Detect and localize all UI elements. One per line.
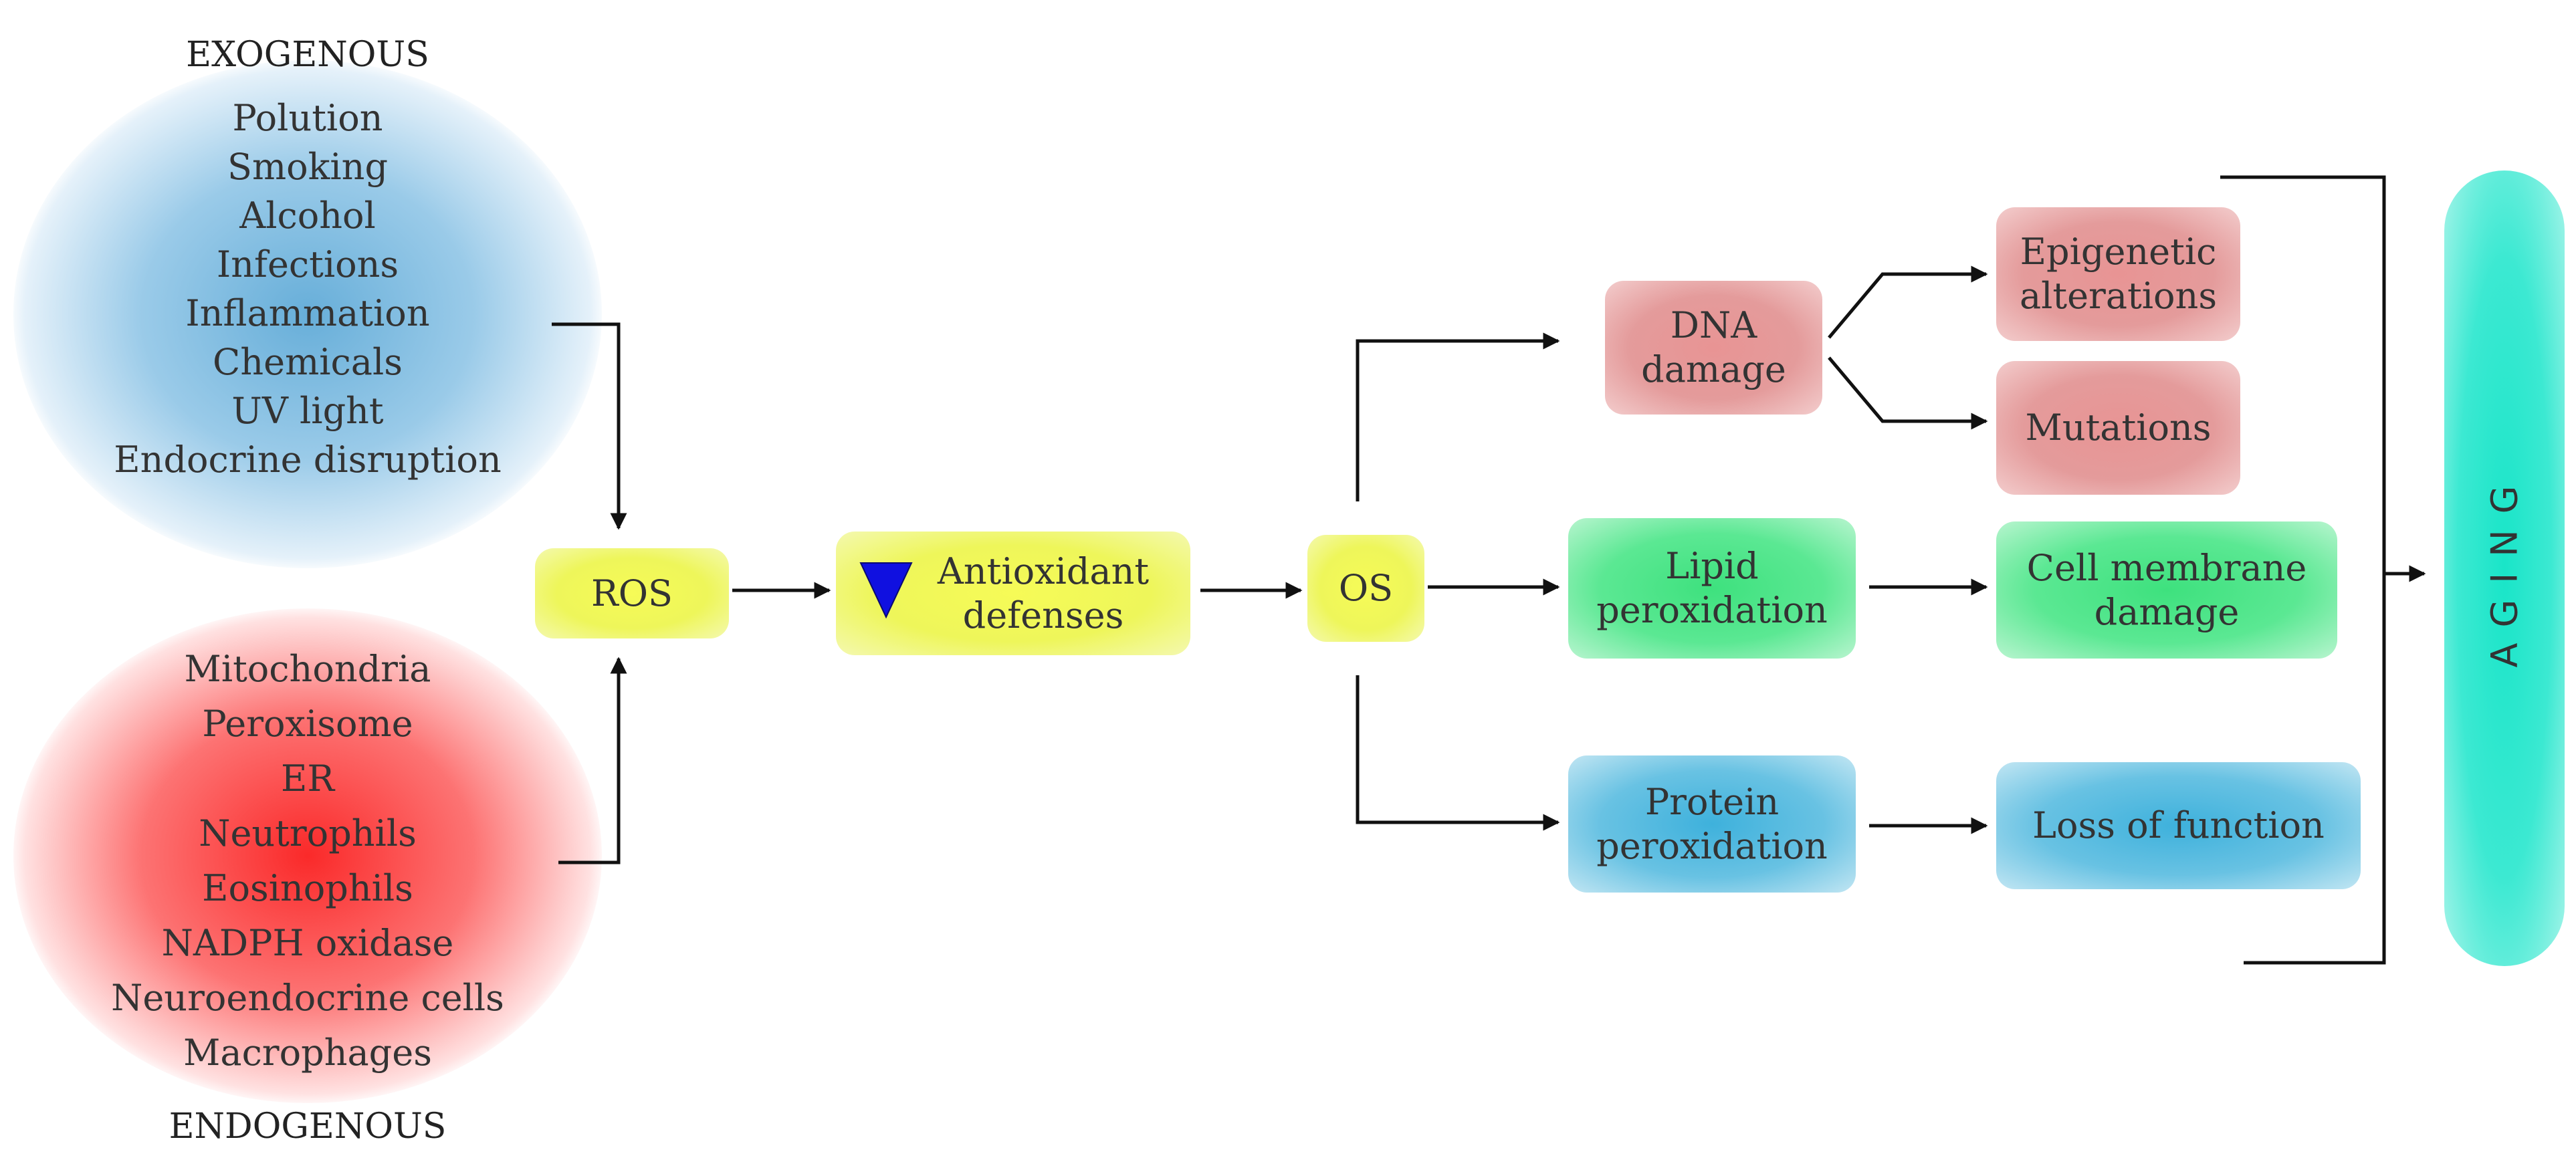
dna-damage-node: DNA damage xyxy=(1605,281,1822,415)
endogenous-background xyxy=(13,608,602,1103)
exogenous-item: UV light xyxy=(231,390,384,432)
antioxidant-defenses-node: Antioxidant defenses xyxy=(836,532,1190,655)
endogenous-list: Mitochondria Peroxisome ER Neutrophils E… xyxy=(27,642,588,1080)
exogenous-item: Endocrine disruption xyxy=(114,439,502,481)
epigenetic-alterations-label: Epigenetic alterations xyxy=(2019,231,2218,317)
decrease-triangle-icon xyxy=(859,562,913,618)
aging-node: AGING xyxy=(2444,170,2565,966)
epigenetic-alterations-node: Epigenetic alterations xyxy=(1996,207,2240,341)
os-node: OS xyxy=(1307,535,1424,642)
exogenous-item: Chemicals xyxy=(213,341,403,383)
endogenous-item: Neuroendocrine cells xyxy=(111,977,504,1019)
cell-membrane-damage-node: Cell membrane damage xyxy=(1996,521,2337,659)
lipid-peroxidation-node: Lipid peroxidation xyxy=(1568,518,1856,659)
exogenous-item: Smoking xyxy=(227,146,389,188)
arrow-os-to-protein xyxy=(1356,675,1560,831)
arrow-os-to-dna xyxy=(1356,332,1560,501)
arrow-exogenous-to-ros xyxy=(552,322,627,530)
exogenous-item: Inflammation xyxy=(185,292,430,334)
ros-node: ROS xyxy=(535,548,729,638)
protein-peroxidation-label: Protein peroxidation xyxy=(1596,780,1828,867)
exogenous-background xyxy=(13,60,602,568)
protein-peroxidation-node: Protein peroxidation xyxy=(1568,755,1856,893)
endogenous-item: ER xyxy=(280,757,335,800)
endogenous-item: Peroxisome xyxy=(202,703,413,745)
endogenous-item: Eosinophils xyxy=(202,867,413,909)
arrow-dna-to-epigenetic xyxy=(1828,265,1988,339)
arrow-endogenous-to-ros xyxy=(558,657,627,864)
lipid-peroxidation-label: Lipid peroxidation xyxy=(1596,545,1828,631)
aging-label: AGING xyxy=(2483,469,2526,668)
antioxidant-defenses-label: Antioxidant defenses xyxy=(937,550,1150,636)
dna-damage-label: DNA damage xyxy=(1641,304,1786,390)
mutations-node: Mutations xyxy=(1996,361,2240,495)
endogenous-item: Macrophages xyxy=(183,1032,432,1074)
bracket-outcomes xyxy=(2220,175,2386,965)
loss-of-function-node: Loss of function xyxy=(1996,762,2361,889)
exogenous-item: Polution xyxy=(232,97,383,139)
endogenous-item: NADPH oxidase xyxy=(161,922,454,964)
arrow-dna-to-mutations xyxy=(1828,356,1988,430)
endogenous-label: ENDOGENOUS xyxy=(169,1106,447,1147)
exogenous-list: Polution Smoking Alcohol Infections Infl… xyxy=(40,94,575,484)
cell-membrane-damage-label: Cell membrane damage xyxy=(2026,546,2307,633)
endogenous-item: Neutrophils xyxy=(199,812,417,854)
endogenous-item: Mitochondria xyxy=(184,648,431,690)
exogenous-label: EXOGENOUS xyxy=(186,35,429,75)
exogenous-item: Alcohol xyxy=(239,195,376,237)
exogenous-item: Infections xyxy=(216,243,399,285)
